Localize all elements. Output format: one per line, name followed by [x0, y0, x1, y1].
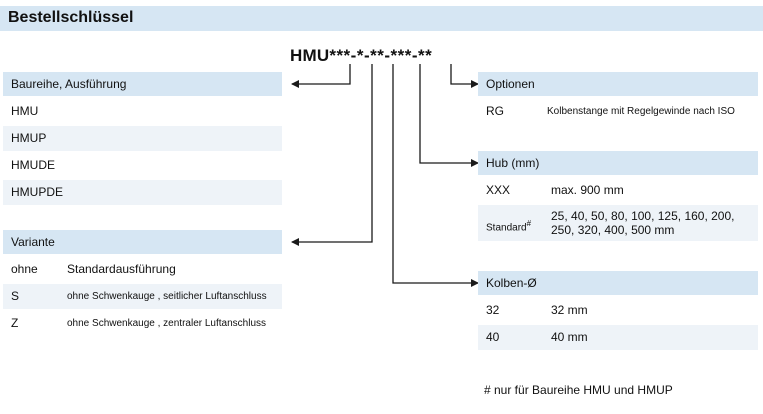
- variante-code: ohne: [11, 262, 38, 276]
- baureihe-row-2: HMUDE: [11, 158, 55, 172]
- variante-code: Z: [11, 316, 19, 330]
- connector-optionen: [450, 64, 479, 88]
- baureihe-header: Baureihe, Ausführung: [3, 72, 282, 96]
- hub-desc: max. 900 mm: [551, 183, 624, 197]
- optionen-row-0: RG Kolbenstange mit Regelgewinde nach IS…: [478, 99, 758, 124]
- variante-code: S: [11, 289, 20, 303]
- hub-row-0: XXX max. 900 mm: [478, 178, 758, 203]
- hub-desc-line-1: 25, 40, 50, 80, 100, 125, 160, 200,: [551, 209, 735, 223]
- hub-desc-line-2: 250, 320, 400, 500 mm: [551, 223, 675, 237]
- optionen-table: Optionen RG Kolbenstange mit Regelgewind…: [478, 72, 758, 124]
- footnote: # nur für Baureihe HMU und HMUP: [484, 383, 673, 397]
- kolben-code: 40: [486, 330, 500, 344]
- kolben-code: 32: [486, 303, 500, 317]
- variante-row-2: Z ohne Schwenkauge , zentraler Luftansch…: [3, 311, 282, 336]
- kolben-desc: 40 mm: [551, 330, 588, 344]
- order-code: HMU***-*-**-***-**: [290, 46, 432, 66]
- hub-header: Hub (mm): [478, 151, 758, 175]
- hub-code: XXX: [486, 183, 511, 197]
- variante-row-1: S ohne Schwenkauge , seitlicher Luftansc…: [3, 284, 282, 309]
- hub-code-standard: Standard#: [486, 219, 532, 234]
- variante-desc: Standardausführung: [67, 262, 176, 276]
- footnote-marker: #: [526, 219, 532, 228]
- variante-header: Variante: [3, 230, 282, 254]
- variante-desc: ohne Schwenkauge , zentraler Luftanschlu…: [67, 318, 267, 329]
- kolben-header: Kolben-Ø: [478, 271, 758, 295]
- optionen-desc: Kolbenstange mit Regelgewinde nach ISO: [547, 106, 735, 117]
- kolben-row-0: 32 32 mm: [478, 298, 758, 323]
- baureihe-table: Baureihe, Ausführung HMU HMUP HMUDE HMUP…: [3, 72, 282, 205]
- order-code-prefix: HMU: [290, 46, 330, 65]
- baureihe-row-0: HMU: [11, 104, 39, 118]
- title-bar: [0, 6, 763, 31]
- connector-variante: [291, 64, 373, 246]
- page-title: Bestellschlüssel: [8, 9, 134, 26]
- connector-kolben: [392, 64, 479, 287]
- variante-row-0: ohne Standardausführung: [3, 257, 282, 282]
- connector-hub: [419, 64, 479, 167]
- kolben-table: Kolben-Ø 32 32 mm 40 40 mm: [478, 271, 758, 350]
- variante-desc: ohne Schwenkauge , seitlicher Luftanschl…: [67, 291, 267, 302]
- optionen-header: Optionen: [478, 72, 758, 96]
- variante-table: Variante ohne Standardausführung S ohne …: [3, 230, 282, 336]
- baureihe-row-3: HMUPDE: [3, 180, 282, 205]
- optionen-code: RG: [486, 104, 504, 118]
- baureihe-row-1: HMUP: [3, 126, 282, 151]
- hub-table: Hub (mm) XXX max. 900 mm Standard# 25, 4…: [478, 151, 758, 241]
- connector-baureihe: [291, 64, 351, 88]
- order-code-suffix: ***-*-**-***-**: [329, 46, 433, 65]
- kolben-row-1: 40 40 mm: [478, 325, 758, 350]
- kolben-desc: 32 mm: [551, 303, 588, 317]
- hub-row-1: Standard# 25, 40, 50, 80, 100, 125, 160,…: [478, 205, 758, 241]
